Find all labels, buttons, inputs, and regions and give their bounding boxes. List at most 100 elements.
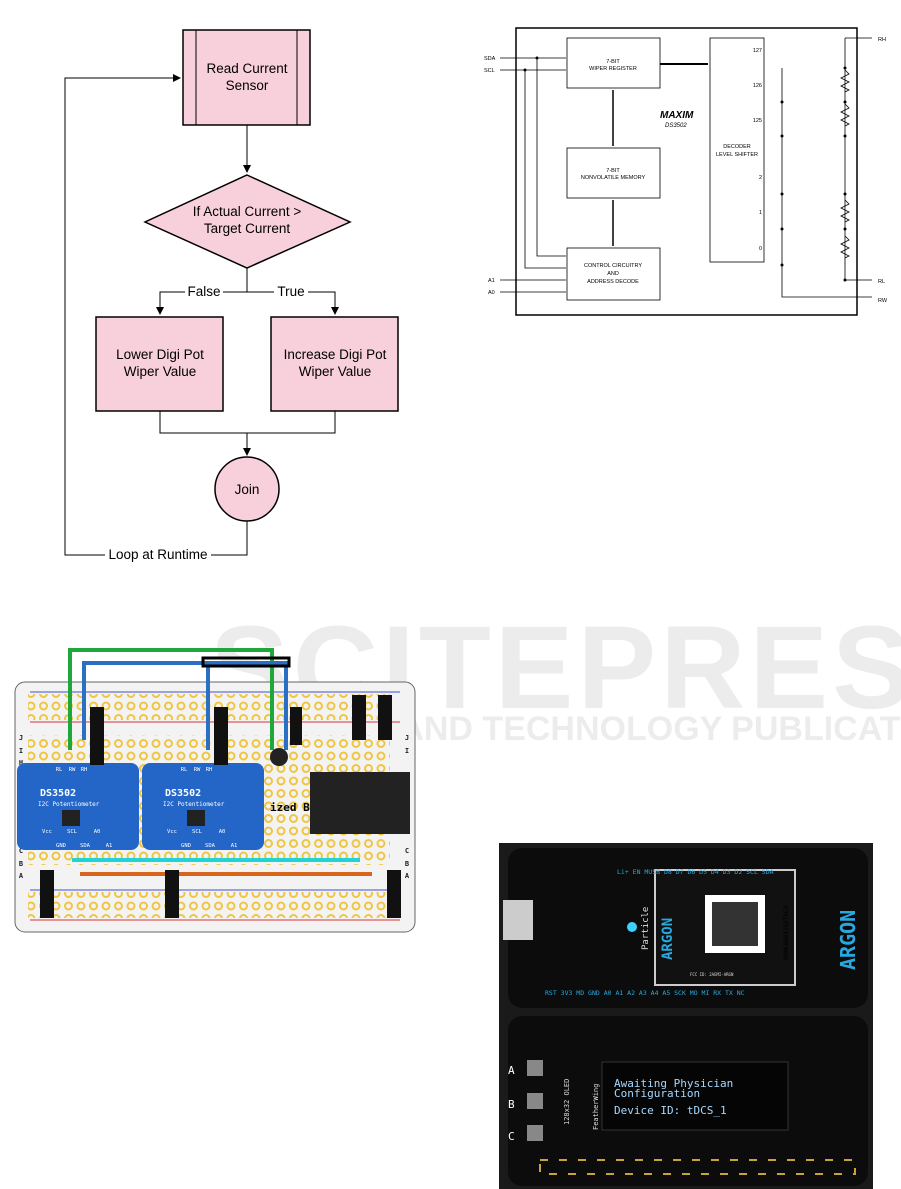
decision-label: Target Current	[204, 221, 291, 236]
tap-label: 2	[759, 175, 762, 181]
wiper-register-label: 7-BIT	[606, 59, 620, 65]
oled-line: Device ID: tDCS_1	[614, 1104, 727, 1117]
pin-sda: SDA	[484, 56, 496, 62]
particle-label: Particle	[641, 907, 651, 950]
true-label: True	[277, 284, 304, 299]
pin-label-gnd: GND	[56, 843, 66, 849]
oled-line: Awaiting Physician	[614, 1077, 733, 1090]
pin-rl: RL	[878, 279, 885, 285]
connector	[310, 772, 410, 834]
pin-rh: RH	[878, 37, 886, 43]
ds3502-breakout-1: DS3502 I2C Potentiometer RL RW RH Vcc GN…	[17, 763, 139, 850]
status-led	[627, 922, 637, 932]
header-top-pins: Li+ EN MUSB D8 D7 D6 D5 D4 D3 D2 SCL SDA	[617, 868, 774, 876]
control-label: CONTROL CIRCUITRY	[584, 263, 642, 269]
false-label: False	[187, 284, 220, 299]
tap-label: 0	[759, 246, 762, 252]
tap-label: 1	[759, 210, 762, 216]
pin-a0: A0	[488, 290, 495, 296]
pin-label-vcc: Vcc	[42, 829, 52, 835]
pin-label-a1: A1	[231, 843, 238, 849]
wiper-register-label: WIPER REGISTER	[589, 66, 637, 72]
row-label-c: C	[19, 847, 23, 855]
board-side-text: ized B	[270, 801, 310, 814]
row-label-h: H	[19, 759, 23, 767]
pin-label-gnd: GND	[181, 843, 191, 849]
usb-port	[503, 900, 533, 940]
header-bottom-pins: RST 3V3 MD GND A0 A1 A2 A3 A4 A5 SCK MO …	[545, 989, 745, 997]
memory-label: NONVOLATILE MEMORY	[581, 175, 646, 181]
tap-label: 126	[753, 83, 762, 89]
increase-label: Wiper Value	[299, 364, 372, 379]
decision-label: If Actual Current >	[193, 204, 302, 219]
board-label: DS3502	[40, 788, 76, 799]
argon-board-label: ARGON	[836, 910, 860, 970]
blue-wire	[82, 661, 288, 750]
pin-label-rh: RH	[81, 767, 88, 773]
row-label-i: I	[19, 747, 23, 755]
control-label: AND	[607, 271, 619, 277]
green-wire	[68, 648, 274, 750]
pin-label-sda: SDA	[205, 843, 216, 849]
pin-scl: SCL	[484, 68, 495, 74]
pin-a1: A1	[488, 278, 495, 284]
transistor	[270, 748, 288, 766]
increase-wiper-node: Increase Digi Pot Wiper Value	[270, 316, 399, 412]
argon-chip-label: ARGON	[660, 918, 676, 960]
read-label: Sensor	[226, 78, 269, 93]
row-label-b: B	[405, 860, 409, 868]
pin-rw: RW	[878, 298, 888, 304]
pin-label-vcc: Vcc	[167, 829, 177, 835]
chip-id: ARNKAB842GXT6CD	[783, 905, 790, 960]
button-b-label: B	[508, 1098, 515, 1111]
pin-label-sda: SDA	[80, 843, 91, 849]
pin-label-rw: RW	[69, 767, 76, 773]
row-label-b: B	[19, 860, 23, 868]
oled-board-label: 128x32 OLED	[563, 1079, 571, 1125]
decoder-label: DECODER	[723, 144, 751, 150]
row-label-a: A	[19, 872, 24, 880]
join-label: Join	[235, 482, 260, 497]
fcc-label: FCC ID: 2AEMI-ARGN	[690, 972, 734, 977]
row-label-i: I	[405, 747, 409, 755]
button-c-label: C	[508, 1130, 515, 1143]
board-label: DS3502	[165, 788, 201, 799]
lower-label: Lower Digi Pot	[116, 347, 204, 362]
pin-label-rh: RH	[206, 767, 213, 773]
pin-label-a0: A0	[219, 829, 226, 835]
join-node: Join	[214, 456, 280, 522]
loop-label: Loop at Runtime	[108, 547, 207, 562]
increase-label: Increase Digi Pot	[284, 347, 387, 362]
memory-label: 7-BIT	[606, 168, 620, 174]
control-label: ADDRESS DECODE	[587, 279, 639, 285]
row-label-j: J	[405, 734, 409, 742]
tap-label: 125	[753, 118, 762, 124]
pin-label-scl: SCL	[67, 829, 78, 835]
row-label-a: A	[405, 872, 410, 880]
read-label: Read Current	[206, 61, 287, 76]
lower-label: Wiper Value	[124, 364, 197, 379]
part-number: DS3502	[665, 123, 687, 129]
tap-label: 127	[753, 48, 762, 54]
pin-label-a1: A1	[106, 843, 113, 849]
ds3502-breakout-2: DS3502 I2C Potentiometer RL RW RH Vcc GN…	[142, 763, 264, 850]
maxim-logo: MAXIM	[660, 110, 694, 121]
row-label-c: C	[405, 847, 409, 855]
row-label-j: J	[19, 734, 23, 742]
pin-label-a0: A0	[94, 829, 101, 835]
lower-wiper-node: Lower Digi Pot Wiper Value	[95, 316, 224, 412]
pin-label-scl: SCL	[192, 829, 203, 835]
pin-label-rl: RL	[56, 767, 63, 773]
read-sensor-node: Read Current Sensor	[182, 29, 311, 126]
board-sub: I2C Potentiometer	[163, 801, 225, 808]
pin-label-rw: RW	[194, 767, 201, 773]
board-sub: I2C Potentiometer	[38, 801, 100, 808]
pin-label-rl: RL	[181, 767, 188, 773]
featherwing-label: FeatherWing	[592, 1084, 600, 1130]
oled-line: Configuration	[614, 1087, 700, 1100]
